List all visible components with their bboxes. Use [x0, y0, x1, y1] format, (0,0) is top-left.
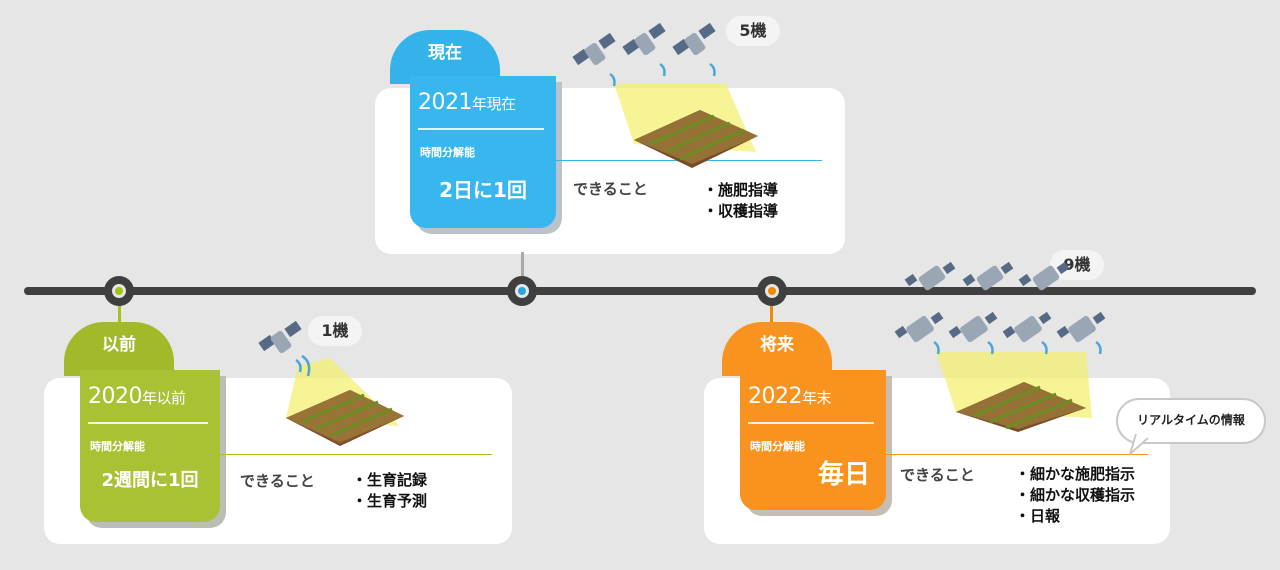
current-card: 2021年現在 時間分解能 2日に1回 [410, 76, 556, 228]
list-item: ・生育記録 [352, 471, 428, 489]
satellite-icon [1018, 261, 1070, 291]
current-tab: 現在 [390, 30, 500, 84]
current-satellite-count: 5機 [726, 16, 780, 46]
current-illustration [572, 22, 758, 168]
list-item: ・収穫指導 [703, 202, 779, 220]
speech-bubble: リアルタイムの情報 [1116, 398, 1266, 444]
past-illustration [258, 320, 404, 446]
list-item: ・細かな施肥指示 [1015, 465, 1136, 483]
future-resolution-label: 時間分解能 [750, 440, 805, 453]
future-satellite-count: 9機 [1050, 250, 1104, 280]
speech-tail [1129, 433, 1149, 455]
past-items: ・生育記録 ・生育予測 [352, 470, 427, 512]
satellite-icon [258, 320, 311, 377]
field-icon [956, 382, 1086, 432]
field-icon [286, 390, 404, 446]
future-card: 2022年末 時間分解能 毎日 [740, 370, 886, 510]
current-node [507, 276, 537, 306]
satellite-icon [962, 261, 1014, 291]
future-resolution-value: 毎日 [817, 460, 870, 490]
field-icon [634, 110, 758, 168]
future-year: 2022年末 [748, 384, 832, 409]
list-item: ・細かな収穫指示 [1015, 486, 1136, 504]
past-satellite-count: 1機 [308, 316, 362, 346]
current-can-label: できること [573, 180, 648, 198]
past-card: 2020年以前 時間分解能 2週間に1回 [80, 370, 220, 522]
past-resolution-value: 2週間に1回 [101, 470, 199, 491]
past-can-label: できること [240, 472, 315, 490]
current-resolution-value: 2日に1回 [439, 178, 527, 202]
current-year: 2021年現在 [418, 90, 516, 115]
future-tab: 将来 [722, 322, 832, 376]
past-resolution-label: 時間分解能 [90, 440, 145, 453]
satellite-icon [572, 32, 616, 87]
future-can-label: できること [900, 466, 975, 484]
satellite-icon [904, 261, 956, 291]
past-year: 2020年以前 [88, 384, 186, 409]
current-connector [521, 252, 524, 288]
satellite-icon [894, 311, 944, 355]
current-items: ・施肥指導 ・収穫指導 [703, 180, 778, 222]
future-illustration [894, 261, 1106, 432]
future-items: ・細かな施肥指示 ・細かな収穫指示 ・日報 [1015, 464, 1135, 527]
satellite-icon [672, 22, 716, 77]
satellite-icon [948, 311, 998, 355]
past-tab: 以前 [64, 322, 174, 376]
past-node [104, 276, 134, 306]
current-resolution-label: 時間分解能 [420, 146, 475, 159]
satellite-icon [1056, 311, 1106, 355]
future-node [757, 276, 787, 306]
satellite-icon [622, 22, 666, 77]
list-item: ・日報 [1015, 507, 1061, 525]
list-item: ・生育予測 [352, 492, 428, 510]
timeline-line [24, 287, 1256, 295]
list-item: ・施肥指導 [703, 181, 779, 199]
satellite-icon [1002, 311, 1052, 355]
